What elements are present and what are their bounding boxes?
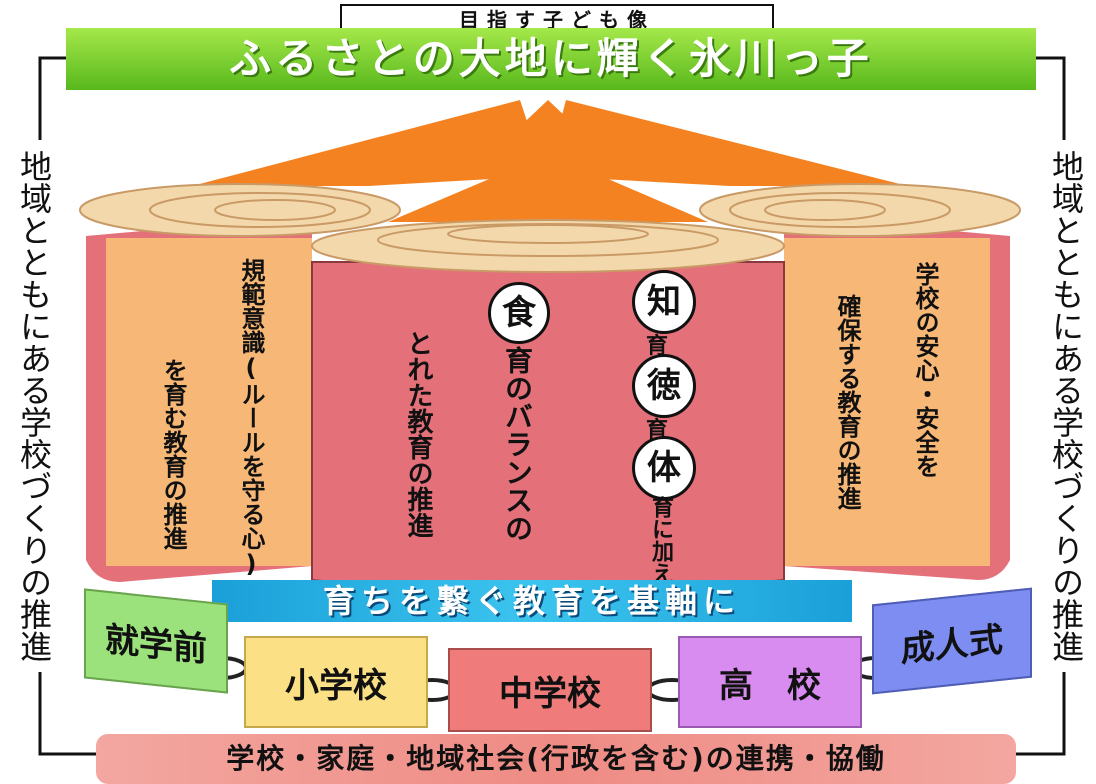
stage-coming-of-age: 成人式 — [872, 587, 1032, 695]
connector-banner: 育ちを繋ぐ教育を基軸に — [212, 580, 852, 622]
right-log — [699, 183, 1021, 580]
toreta-column: とれた教育の推進 — [403, 330, 433, 538]
side-text-right: 地域とともにある学校づくりの推進 — [1047, 150, 1085, 662]
iku-1: 育 — [646, 334, 669, 359]
circle-shoku: 食 — [488, 282, 550, 344]
tail-column: 育に加え — [648, 496, 673, 584]
stage-elementary: 小学校 — [244, 636, 428, 728]
stage-junior-high: 中学校 — [448, 648, 652, 732]
shoku-column: 育のバランスの — [501, 346, 534, 542]
center-arrow — [388, 100, 708, 222]
left-log-text-1: 規範意識(ルールを守る心) — [237, 258, 265, 578]
side-text-left: 地域とともにある学校づくりの推進 — [15, 150, 53, 662]
circle-chi: 知 — [632, 270, 696, 334]
cooperation-banner: 学校・家庭・地域社会(行政を含む)の連携・協働 — [96, 734, 1016, 784]
title-banner: ふるさとの大地に輝く氷川っ子 — [66, 28, 1036, 90]
right-log-text-2: 確保する教育の推進 — [833, 294, 861, 510]
center-log — [311, 219, 785, 593]
stage-preschool: 就学前 — [84, 588, 228, 694]
circle-tai: 体 — [632, 436, 696, 500]
left-log — [79, 183, 401, 582]
circle-toku: 徳 — [632, 354, 696, 418]
left-log-text-2: を育む教育の推進 — [159, 358, 187, 550]
right-log-text-1: 学校の安心・安全を — [911, 262, 939, 478]
stage-high-school: 高 校 — [678, 636, 862, 728]
left-arrow — [192, 100, 545, 186]
right-arrow — [546, 100, 908, 186]
